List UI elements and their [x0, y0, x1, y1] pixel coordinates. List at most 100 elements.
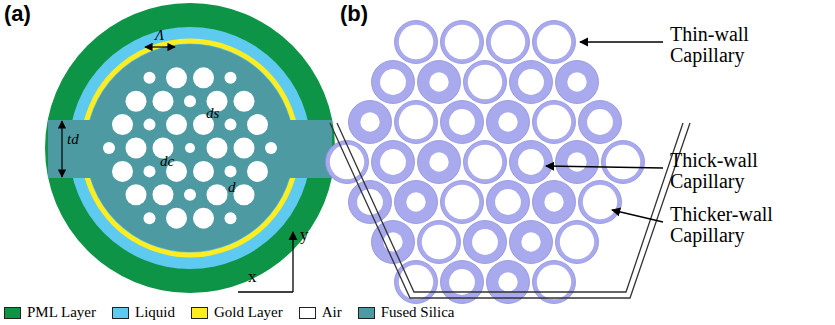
dimension-label: ds	[206, 106, 219, 122]
capillary-bore	[567, 152, 586, 171]
air-hole	[234, 184, 255, 205]
capillary-label: Thin-wall Capillary	[670, 24, 820, 66]
leader-arrow	[546, 166, 663, 168]
leader-arrow	[580, 41, 663, 42]
legend: PML Layer Liquid Gold Layer Air Fused Silica	[4, 304, 471, 321]
capillary	[579, 181, 622, 224]
legend-text: PML Layer	[27, 304, 96, 321]
capillary-bore	[537, 265, 571, 299]
capillary-bore	[468, 65, 502, 99]
capillary-bore	[429, 72, 448, 91]
air-hole	[234, 91, 255, 112]
capillary-bore	[468, 145, 502, 179]
capillary-bore	[583, 185, 617, 219]
legend-swatch	[4, 307, 21, 319]
capillary	[533, 21, 576, 64]
capillary-bore	[383, 232, 402, 251]
panel-label: (a)	[4, 2, 31, 25]
capillary	[418, 141, 461, 184]
band-thickness-arrow	[61, 121, 62, 177]
capillary	[533, 101, 576, 144]
capillary	[556, 221, 599, 264]
capillary	[602, 141, 645, 184]
capillary	[395, 21, 438, 64]
axis-label: x	[248, 268, 257, 286]
liquid-layer	[69, 27, 311, 269]
legend-swatch	[112, 307, 129, 319]
capillary	[487, 101, 530, 144]
capillary-bore	[445, 185, 479, 219]
capillary-bore	[422, 225, 456, 259]
legend-item: Air	[299, 304, 342, 321]
pitch-arrow	[145, 46, 175, 47]
air-hole	[112, 114, 133, 135]
capillary-bore	[498, 272, 517, 291]
legend-swatch	[299, 307, 316, 319]
x-axis	[238, 291, 293, 292]
air-hole	[166, 67, 187, 88]
capillary-bore	[360, 112, 379, 131]
capillary	[487, 21, 530, 64]
air-hole	[185, 143, 195, 153]
legend-item: Liquid	[112, 304, 175, 321]
capillary-bore	[491, 25, 525, 59]
capillary	[441, 101, 484, 144]
air-hole	[265, 142, 277, 154]
capillary-bore	[560, 225, 594, 259]
capillary-bore	[518, 69, 544, 95]
capillary-bore	[449, 269, 475, 295]
air-hole	[207, 184, 228, 205]
capillary-bore	[537, 25, 571, 59]
air-hole	[144, 212, 156, 224]
stack-holder	[330, 123, 690, 298]
gold-layer	[83, 41, 297, 255]
capillary	[556, 61, 599, 104]
air-hole	[193, 67, 214, 88]
air-hole	[144, 119, 156, 131]
air-hole	[166, 208, 187, 229]
capillary-bore	[472, 229, 498, 255]
silica-cladding	[86, 44, 294, 252]
capillary	[510, 61, 553, 104]
air-hole	[225, 119, 237, 131]
capillary-label: Thick-wall Capillary	[670, 150, 820, 192]
capillary-bore	[521, 232, 540, 251]
axis-label: y	[300, 226, 309, 244]
legend-text: Air	[322, 304, 342, 321]
air-hole	[103, 142, 115, 154]
air-hole	[234, 138, 255, 159]
legend-text: Liquid	[135, 304, 175, 321]
capillary-bore	[429, 152, 448, 171]
capillary	[510, 141, 553, 184]
capillary	[349, 101, 392, 144]
capillary	[441, 261, 484, 304]
capillary	[349, 181, 392, 224]
capillary-bore	[330, 145, 364, 179]
capillary	[441, 21, 484, 64]
air-hole	[126, 138, 147, 159]
capillary-bore	[380, 149, 406, 175]
legend-item: PML Layer	[4, 304, 96, 321]
capillary	[395, 101, 438, 144]
legend-text: Fused Silica	[381, 304, 455, 321]
capillary	[372, 61, 415, 104]
air-hole	[144, 72, 156, 84]
air-hole	[247, 114, 268, 135]
legend-item: Fused Silica	[358, 304, 455, 321]
capillary	[533, 261, 576, 304]
capillary-bore	[544, 192, 563, 211]
air-hole	[225, 212, 237, 224]
dimension-label: Λ	[155, 28, 164, 44]
leader-arrow	[612, 210, 663, 222]
capillary	[441, 181, 484, 224]
stack-holder-inner	[337, 123, 683, 292]
capillary	[556, 141, 599, 184]
air-hole	[207, 138, 228, 159]
air-hole	[184, 189, 196, 201]
dimension-label: td	[67, 132, 79, 148]
capillary-bore	[587, 109, 613, 135]
capillary-stack	[326, 21, 645, 304]
air-hole	[153, 91, 174, 112]
legend-text: Gold Layer	[214, 304, 283, 321]
air-hole	[193, 208, 214, 229]
